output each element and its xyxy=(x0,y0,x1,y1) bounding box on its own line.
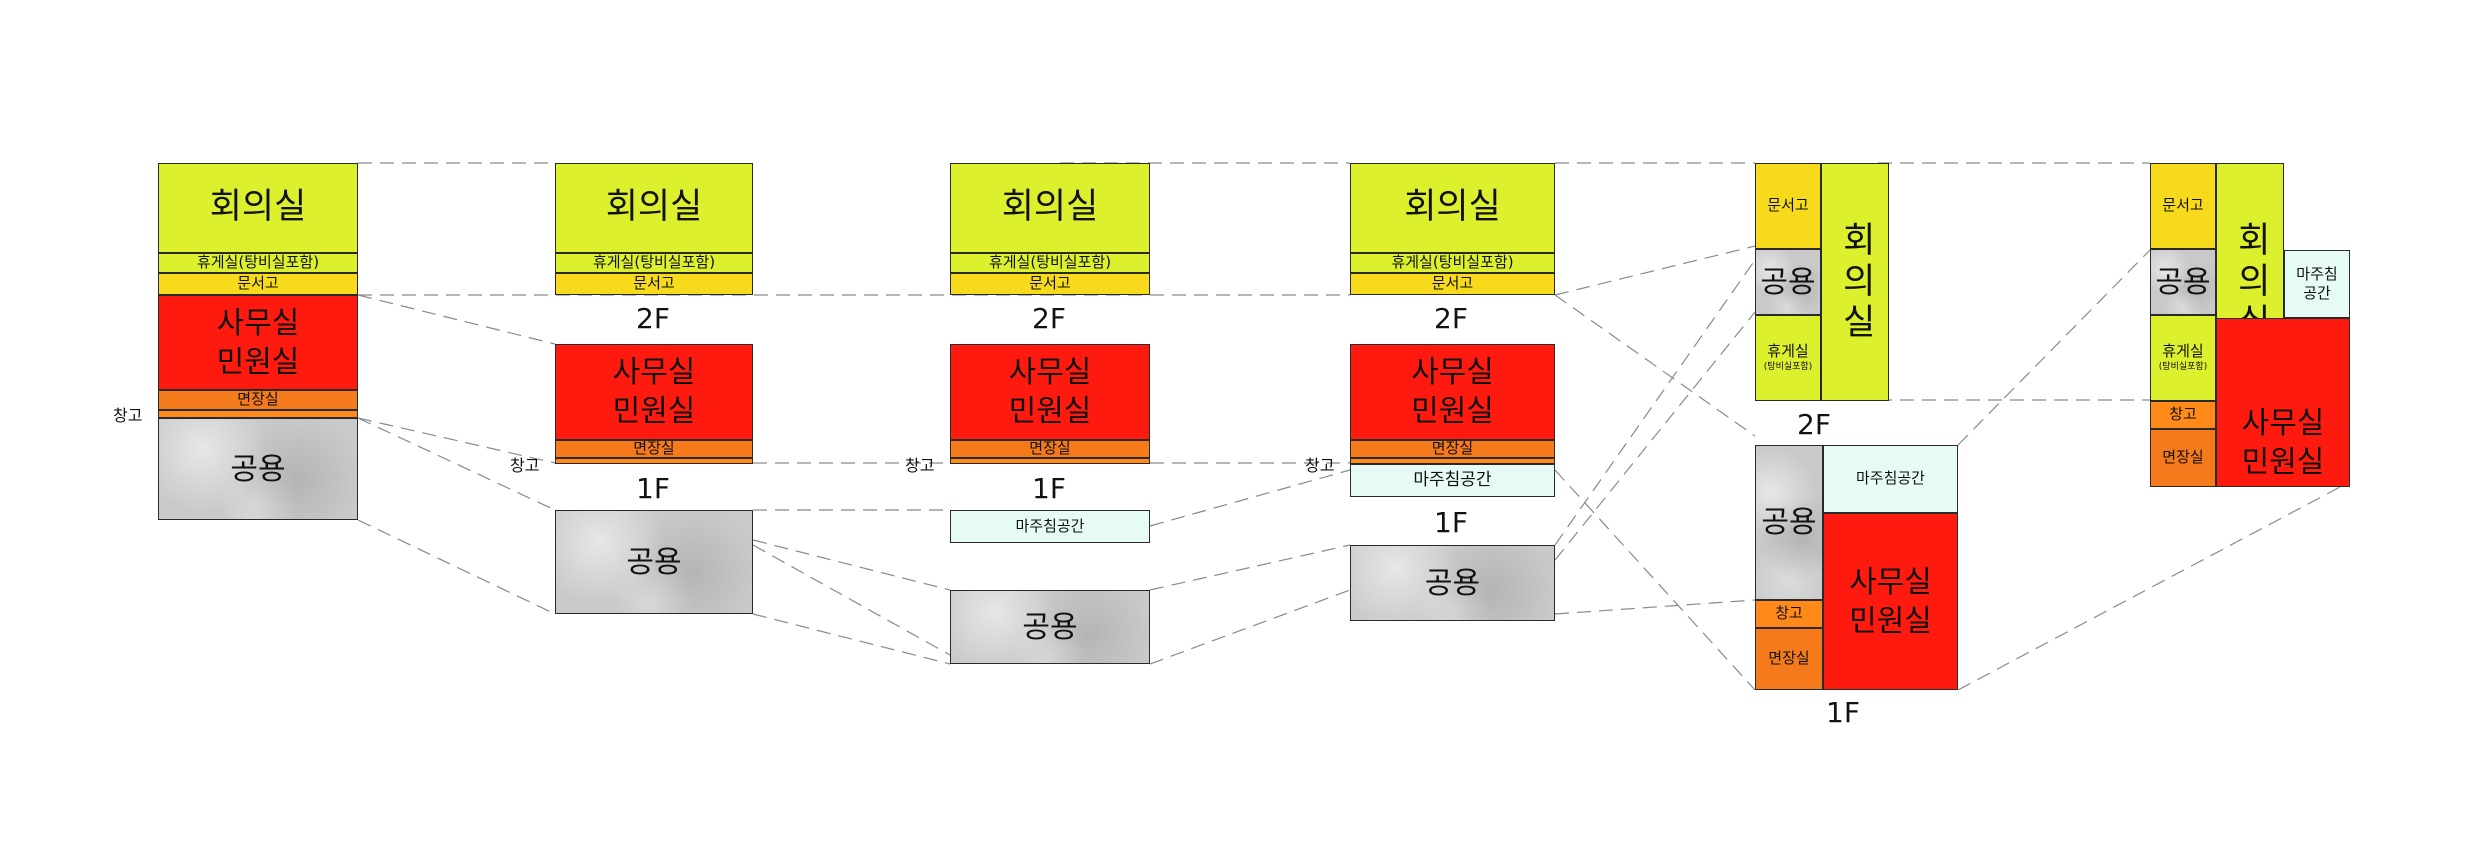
col5-1f-interview-room: 면장실 xyxy=(1755,628,1823,690)
col3-floor-1f: 1F xyxy=(1032,472,1066,505)
col5-floor-1f: 1F xyxy=(1826,696,1860,729)
col2-common: 공용 xyxy=(555,510,753,614)
col4-storage-strip xyxy=(1350,458,1555,464)
col4-interview-room: 면장실 xyxy=(1350,440,1555,458)
col3-archive: 문서고 xyxy=(950,273,1150,295)
col3-lounge: 휴게실(탕비실포함) xyxy=(950,253,1150,273)
col1-storage-label: 창고 xyxy=(113,406,143,425)
col6-archive: 문서고 xyxy=(2150,163,2216,249)
col3-interview-room: 면장실 xyxy=(950,440,1150,458)
col1-lounge: 휴게실(탕비실포함) xyxy=(158,253,358,273)
col5-1f-office-civil: 사무실 민원실 xyxy=(1823,513,1958,690)
office-label: 사무실 xyxy=(1411,355,1494,390)
col2-office-civil: 사무실 민원실 xyxy=(555,344,753,440)
col1-archive: 문서고 xyxy=(158,273,358,295)
col6-nap-space: 마주침 공간 xyxy=(2284,250,2350,318)
civil-label: 민원실 xyxy=(216,344,300,380)
lounge-note: (탕비실포함) xyxy=(2158,361,2208,372)
lounge-label: 휴게실 xyxy=(2162,342,2204,361)
col6-lounge: 휴게실 (탕비실포함) xyxy=(2150,315,2216,401)
col4-nap-space: 마주침공간 xyxy=(1350,464,1555,497)
col3-floor-2f: 2F xyxy=(1032,302,1066,335)
col1-meeting-room: 회의실 xyxy=(158,163,358,253)
col4-floor-1f: 1F xyxy=(1434,506,1468,539)
col5-2f-lounge: 휴게실 (탕비실포함) xyxy=(1755,315,1821,401)
col2-storage-strip xyxy=(555,458,753,464)
col5-1f-storage: 창고 xyxy=(1755,600,1823,628)
col1-office-civil: 사무실 민원실 xyxy=(158,295,358,390)
col5-1f-nap-space: 마주침공간 xyxy=(1823,445,1958,513)
col4-meeting-room: 회의실 xyxy=(1350,163,1555,253)
col5-1f-common: 공용 xyxy=(1755,445,1823,600)
col2-interview-room: 면장실 xyxy=(555,440,753,458)
col3-nap-space: 마주침공간 xyxy=(950,510,1150,543)
col5-2f-common: 공용 xyxy=(1755,249,1821,315)
civil-label: 민원실 xyxy=(1008,394,1092,429)
col2-storage-label: 창고 xyxy=(510,456,540,475)
col1-interview-room: 면장실 xyxy=(158,390,358,410)
col1-storage-strip xyxy=(158,410,358,418)
col1-common: 공용 xyxy=(158,418,358,520)
col5-floor-2f: 2F xyxy=(1797,408,1831,441)
col4-floor-2f: 2F xyxy=(1434,302,1468,335)
col2-floor-1f: 1F xyxy=(636,472,670,505)
col2-meeting-room: 회의실 xyxy=(555,163,753,253)
col3-storage-strip xyxy=(950,458,1150,464)
col3-office-civil: 사무실 민원실 xyxy=(950,344,1150,440)
meeting-label-vertical: 회의실 xyxy=(1835,220,1876,344)
col5-2f-meeting-room: 회의실 xyxy=(1821,163,1889,401)
col4-archive: 문서고 xyxy=(1350,273,1555,295)
col6-common: 공용 xyxy=(2150,249,2216,315)
office-label: 사무실 xyxy=(612,355,696,390)
col6-storage: 창고 xyxy=(2150,401,2216,429)
col4-common: 공용 xyxy=(1350,545,1555,621)
office-label: 사무실 xyxy=(1008,355,1092,390)
col6-office-civil: 사무실 민원실 xyxy=(2216,318,2350,487)
nap-label-line2: 공간 xyxy=(2303,284,2331,302)
lounge-label: 휴게실 xyxy=(1767,342,1809,361)
col2-lounge: 휴게실(탕비실포함) xyxy=(555,253,753,273)
office-label: 사무실 xyxy=(1849,564,1932,600)
col6-interview-room: 면장실 xyxy=(2150,429,2216,487)
col3-common: 공용 xyxy=(950,590,1150,664)
col3-meeting-room: 회의실 xyxy=(950,163,1150,253)
col4-lounge: 휴게실(탕비실포함) xyxy=(1350,253,1555,273)
col4-office-civil: 사무실 민원실 xyxy=(1350,344,1555,440)
col4-storage-label: 창고 xyxy=(1305,456,1335,475)
col3-storage-label: 창고 xyxy=(905,456,935,475)
civil-label: 민원실 xyxy=(1411,394,1494,429)
col2-archive: 문서고 xyxy=(555,273,753,295)
office-label: 사무실 xyxy=(216,305,300,341)
civil-label: 민원실 xyxy=(1849,603,1932,639)
col5-2f-archive: 문서고 xyxy=(1755,163,1821,249)
lounge-note: (탕비실포함) xyxy=(1763,361,1813,372)
col2-floor-2f: 2F xyxy=(636,302,670,335)
office-label: 사무실 xyxy=(2241,406,2325,441)
civil-label: 민원실 xyxy=(2241,445,2325,480)
civil-label: 민원실 xyxy=(612,394,696,429)
nap-label-line1: 마주침 xyxy=(2296,264,2338,283)
